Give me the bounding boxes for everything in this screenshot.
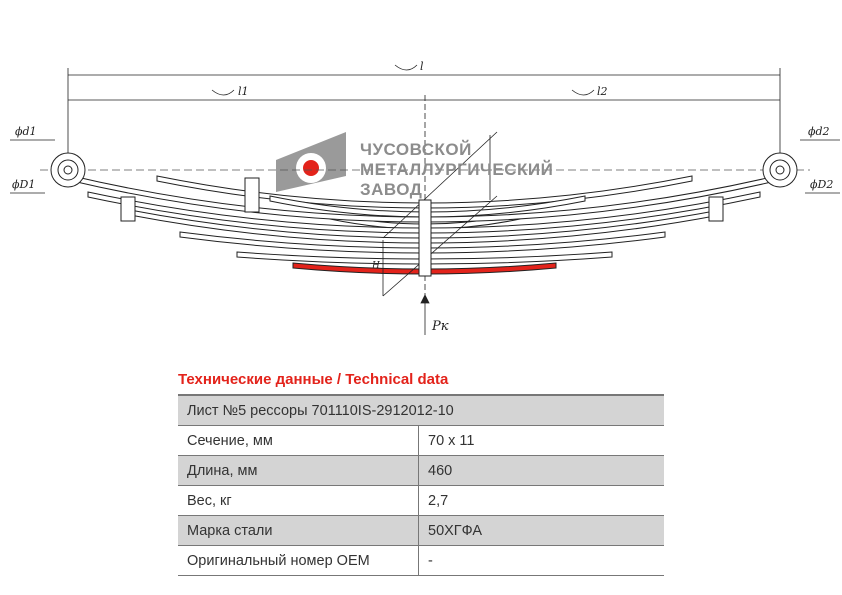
logo-mark <box>276 132 346 192</box>
highlighted-leaf-5 <box>292 262 557 275</box>
clamps <box>120 177 724 277</box>
H-label: H <box>371 261 380 271</box>
logo-line-3: ЗАВОД <box>360 180 423 199</box>
technical-data-title: Технические данные / Technical data <box>178 371 449 388</box>
D1-label: ϕD1 <box>12 178 35 191</box>
table-header-row: Лист №5 рессоры 701110IS-2912012-10 <box>178 394 664 426</box>
row-label: Вес, кг <box>178 485 419 516</box>
row-value: - <box>418 545 664 576</box>
row-value: 460 <box>418 455 664 486</box>
dimension-lines <box>10 64 840 335</box>
dim-l-label: l <box>420 60 424 73</box>
d2-label: ϕd2 <box>808 125 830 138</box>
D2-label: ϕD2 <box>810 178 833 191</box>
row-label: Марка стали <box>178 515 419 546</box>
row-label: Длина, мм <box>178 455 419 486</box>
leaf-spring-drawing: l l1 l2 ϕd1 ϕD1 ϕd2 ϕD2 H Pк <box>10 60 840 335</box>
table-row: Оригинальный номер OEM- <box>178 545 664 576</box>
spring-leaf <box>179 231 666 254</box>
logo-line-2: МЕТАЛЛУРГИЧЕСКИЙ <box>360 160 554 179</box>
row-value: 2,7 <box>418 485 664 516</box>
d1-label: ϕd1 <box>15 125 37 138</box>
dim-l1-label: l1 <box>238 85 249 98</box>
row-value: 70 х 11 <box>418 425 664 456</box>
table-header: Лист №5 рессоры 701110IS-2912012-10 <box>178 394 664 426</box>
row-value: 50ХГФА <box>418 515 664 546</box>
spring-leaf <box>269 195 586 218</box>
spring-leaf <box>236 251 613 265</box>
eye-left <box>50 152 86 188</box>
dim-l2-label: l2 <box>597 85 608 98</box>
row-label: Сечение, мм <box>178 425 419 456</box>
row-label: Оригинальный номер OEM <box>178 545 419 576</box>
spec-table: Лист №5 рессоры 701110IS-2912012-10 Сече… <box>178 394 664 576</box>
spring-leaf <box>87 191 761 234</box>
logo-line-1: ЧУСОВСКОЙ <box>360 140 472 159</box>
eye-right <box>762 152 798 188</box>
pk-label: Pк <box>431 319 449 334</box>
